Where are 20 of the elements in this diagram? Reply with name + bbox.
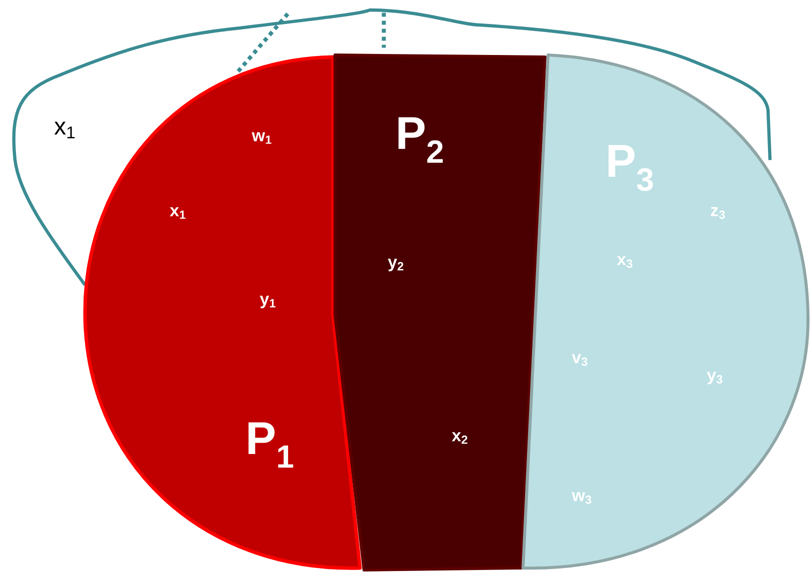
dotted-line xyxy=(382,12,386,48)
variable-label: y$_{1}$ xyxy=(260,296,276,308)
outline-region xyxy=(12,8,772,286)
region-label: x$_{1}$ xyxy=(54,122,75,138)
dotted-line xyxy=(236,12,290,74)
region-piece xyxy=(334,54,546,572)
variable-label: v$_{3}$ xyxy=(572,354,588,366)
region-piece xyxy=(522,54,810,570)
variable-label: x$_{3}$ xyxy=(616,256,632,268)
variable-label: y$_{3}$ xyxy=(706,372,722,384)
piece-label: P$_{2}$ xyxy=(398,117,443,163)
variable-label: x$_{1}$ xyxy=(170,207,186,219)
variable-label: y$_{2}$ xyxy=(388,258,404,272)
piece-label: P$_{3}$ xyxy=(608,145,653,191)
piece-label: P$_{1}$ xyxy=(248,422,294,468)
variable-label: z$_{3}$ xyxy=(710,207,725,219)
variable-label: w$_{1}$ xyxy=(252,132,272,144)
variable-label: w$_{3}$ xyxy=(572,492,592,504)
variable-label: x$_{2}$ xyxy=(452,432,468,444)
region-piece xyxy=(83,55,362,570)
